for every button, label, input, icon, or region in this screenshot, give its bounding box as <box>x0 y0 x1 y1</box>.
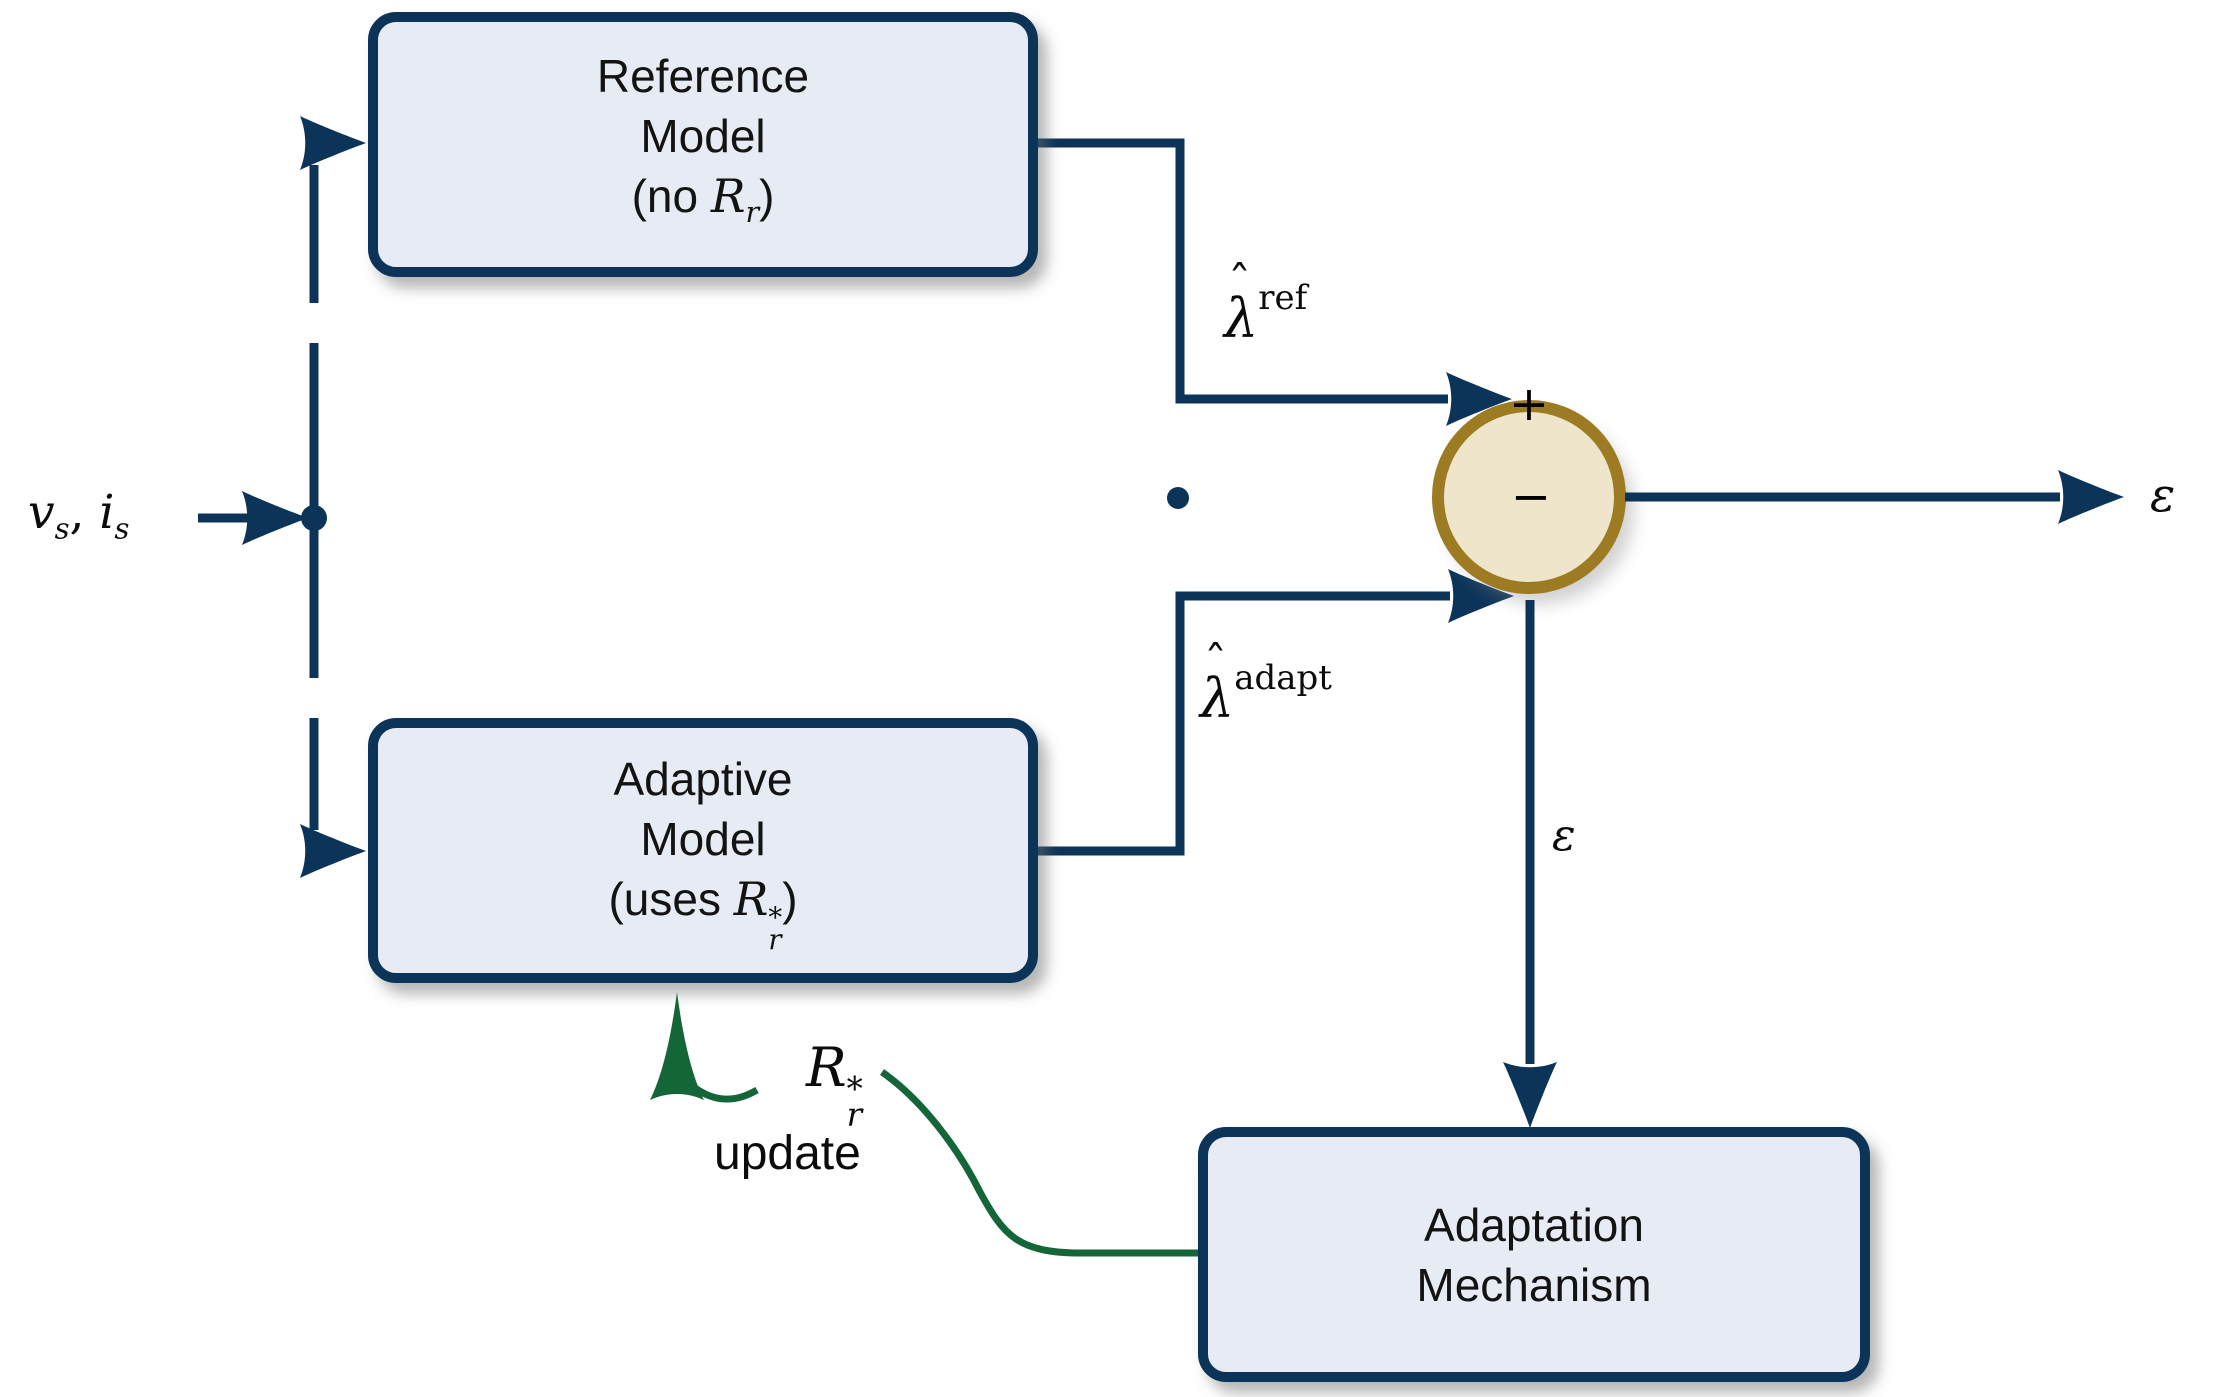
lambda-ref-arrowhead-icon <box>1446 372 1512 426</box>
reference-model-line2: Model <box>640 109 766 162</box>
adaptation-mechanism-line1: Adaptation <box>1424 1198 1644 1251</box>
epsilon-out-label: ε <box>2150 468 2176 523</box>
adaptive-model-block: Adaptive Model (uses R*r) <box>368 718 1038 983</box>
reference-paren-close: ) <box>759 169 775 222</box>
input-i-subscript: s <box>114 511 130 546</box>
adaptive-input-arrowhead-icon <box>300 824 366 878</box>
adaptive-paren-open: (uses <box>608 873 734 926</box>
lambda-adapt-path <box>1038 591 1450 856</box>
reference-Rr-subscript: r <box>745 196 760 230</box>
input-junction-dot <box>301 505 327 531</box>
update-Rr-superscript: * <box>846 1069 863 1108</box>
adaptive-Rr-symbol: R <box>733 872 769 927</box>
adaptive-model-line2: Model <box>640 813 766 866</box>
adaptive-Rr-scripts: *r <box>768 900 783 957</box>
adaptive-model-line3: (uses R*r) <box>608 869 798 957</box>
update-Rr-label: R*r <box>806 1036 863 1135</box>
lambda-adapt-symbol: λ <box>1200 667 1235 730</box>
sum-plus-sign: + <box>1508 376 1550 432</box>
adaptation-mechanism-block: Adaptation Mechanism <box>1198 1127 1870 1382</box>
adaptive-Rr-superscript: * <box>768 900 783 934</box>
lambda-ref-hat: ˆ <box>1228 256 1251 310</box>
update-arrowhead-icon <box>650 992 704 1100</box>
adaptive-paren-close: ) <box>782 873 798 926</box>
sum-junction-circle <box>1432 400 1626 594</box>
reference-paren-open: (no <box>631 169 711 222</box>
epsilon-mid-label: ε <box>1552 810 1576 861</box>
lambda-ref-path <box>1038 138 1448 404</box>
reference-model-line3: (no Rr) <box>632 166 775 243</box>
lambda-ref-symbol: λ <box>1224 287 1259 350</box>
input-signal-label: vs, is <box>28 484 129 545</box>
reference-Rr-symbol: R <box>710 168 746 223</box>
update-Rr-subscript: r <box>846 1096 863 1135</box>
reference-model-line1: Reference <box>596 49 810 102</box>
update-Rr-scripts: *r <box>846 1069 863 1135</box>
lambda-adapt-arrowhead-icon <box>1448 569 1514 623</box>
adaptive-Rr-subscript: r <box>768 923 782 957</box>
reference-input-arrowhead-icon <box>300 116 366 170</box>
input-v-subscript: s <box>54 511 70 546</box>
input-separator: , <box>69 485 100 540</box>
sum-minus-sign: − <box>1510 469 1552 525</box>
update-Rr-symbol: R <box>806 1036 847 1099</box>
input-v-symbol: v <box>28 485 55 540</box>
lambda-ref-superscript: ref <box>1258 278 1308 318</box>
mid-dot <box>1167 487 1189 509</box>
epsilon-down-arrowhead-icon <box>1503 1062 1557 1128</box>
input-arrowhead-icon <box>242 491 308 545</box>
lambda-adapt-superscript: adapt <box>1234 658 1332 698</box>
update-curve-tail <box>692 1085 759 1103</box>
lambda-adapt-hat: ˆ <box>1204 636 1227 690</box>
adaptation-mechanism-line2: Mechanism <box>1416 1258 1652 1311</box>
reference-model-block: Reference Model (no Rr) <box>368 12 1038 277</box>
update-word-label: update <box>714 1127 861 1180</box>
update-curve-right <box>879 1069 1198 1257</box>
epsilon-out-arrowhead-icon <box>2058 470 2124 524</box>
adaptive-model-line1: Adaptive <box>613 753 793 806</box>
input-i-symbol: i <box>99 485 115 540</box>
